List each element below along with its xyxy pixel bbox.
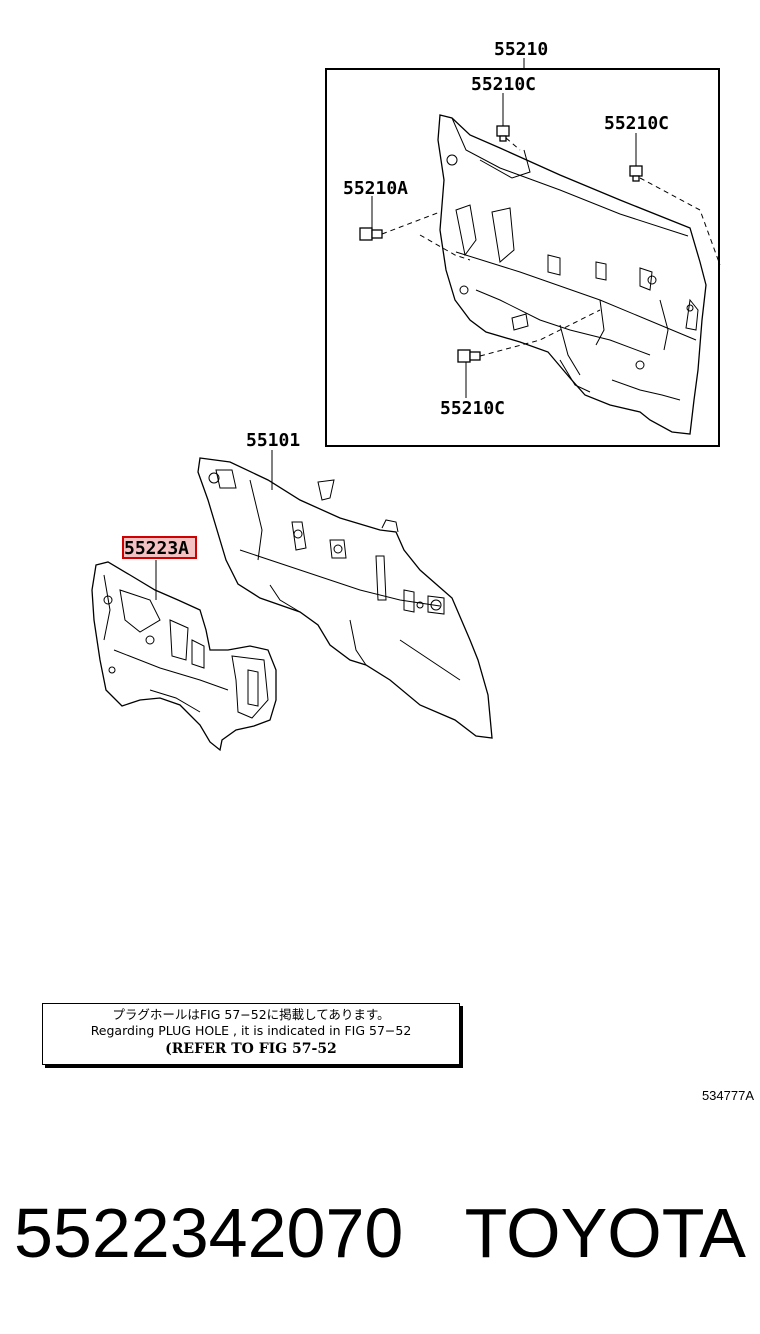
label-bolt-bottom: 55210C xyxy=(440,398,505,419)
note-japanese: プラグホールはFIG 57−52に掲載してあります。 xyxy=(112,1007,390,1022)
plug-hole-note: プラグホールはFIG 57−52に掲載してあります。 Regarding PLU… xyxy=(42,1003,460,1065)
brand-name: TOYOTA xyxy=(464,1194,746,1272)
label-55223a: 55223A xyxy=(124,538,189,559)
install-line-top xyxy=(505,137,521,151)
label-bolt-top: 55210C xyxy=(471,74,536,95)
bolt-bottom xyxy=(457,349,481,363)
figure-code: 534777A xyxy=(701,1088,754,1103)
assembly-callout-box xyxy=(325,68,720,447)
install-line-left xyxy=(381,211,471,261)
label-55210: 55210 xyxy=(494,39,548,60)
bolt-left xyxy=(359,227,383,241)
parts-diagram: 55210 xyxy=(91,39,721,752)
label-55101: 55101 xyxy=(246,430,300,451)
install-line-bottom xyxy=(479,309,601,357)
dash-panel xyxy=(197,457,493,739)
silencer-label-highlight xyxy=(122,536,197,559)
note-refer: (REFER TO FIG 57-52 xyxy=(165,1041,337,1057)
label-bolt-right: 55210C xyxy=(604,113,669,134)
part-number: 5522342070 xyxy=(14,1194,404,1272)
install-line-right xyxy=(639,177,721,266)
label-bolt-left: 55210A xyxy=(343,178,408,199)
upper-insulator-panel xyxy=(437,114,707,435)
bolt-right xyxy=(629,165,643,182)
dash-silencer xyxy=(91,561,277,752)
note-english: Regarding PLUG HOLE , it is indicated in… xyxy=(90,1023,412,1038)
